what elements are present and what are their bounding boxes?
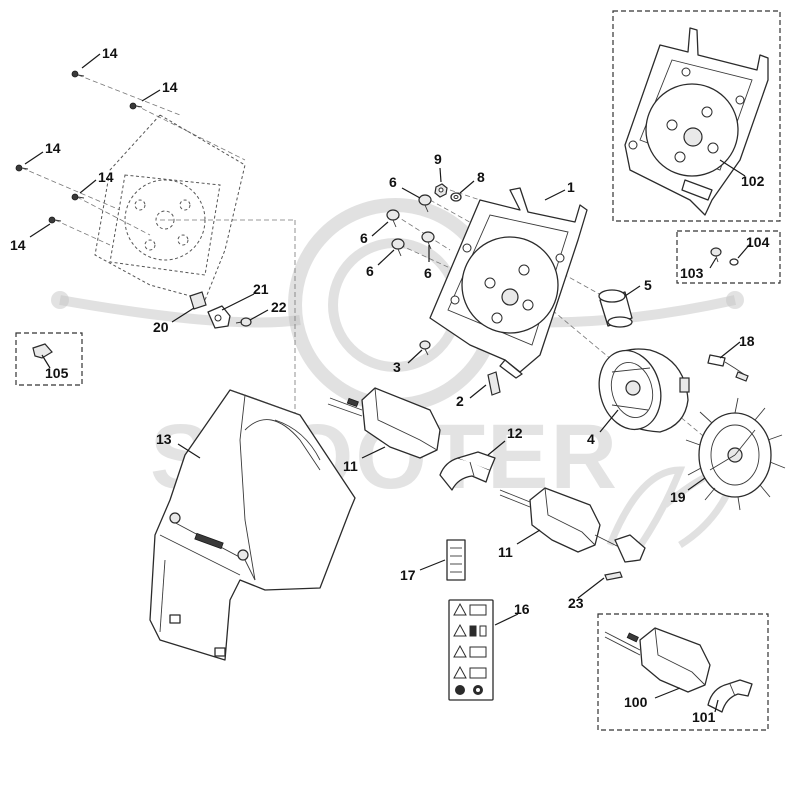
callout-18: 18: [739, 333, 755, 349]
callout-23: 23: [568, 595, 584, 611]
part-4-motor: [598, 348, 690, 433]
screw-22: [235, 317, 252, 327]
callout-105: 105: [45, 365, 69, 381]
part-20-switch: [189, 291, 207, 310]
callout-14-d: 14: [98, 169, 114, 185]
screw-6-d: [421, 231, 435, 250]
screw-103: [710, 247, 722, 263]
callout-22: 22: [271, 299, 287, 315]
callout-103: 103: [680, 265, 704, 281]
callout-102: 102: [741, 173, 765, 189]
callout-11-b: 11: [498, 544, 513, 560]
callout-9: 9: [434, 151, 442, 167]
washer-8: [450, 192, 462, 202]
callout-2: 2: [456, 393, 464, 409]
screw-14-d: [71, 193, 85, 201]
nut-9: [434, 183, 448, 198]
screw-14-e: [48, 216, 62, 224]
callout-17: 17: [400, 567, 416, 583]
group-box-100-101: [597, 613, 769, 731]
part-23-pin: [604, 571, 623, 581]
part-18-connector: [707, 354, 749, 382]
callout-101: 101: [692, 709, 716, 725]
callout-21: 21: [253, 281, 269, 297]
group-box-105: [15, 332, 83, 386]
part-2-tag: [487, 371, 501, 396]
part-12-cable-clamp: [439, 451, 496, 491]
callout-14-c: 14: [45, 140, 61, 156]
part-105-clip: [32, 343, 53, 359]
screw-14-a: [71, 70, 85, 78]
callout-100: 100: [624, 694, 648, 710]
callout-6-c: 6: [366, 263, 374, 279]
callout-12: 12: [507, 425, 523, 441]
part-16-warning-labels: [448, 599, 494, 701]
callout-8: 8: [477, 169, 485, 185]
part-21-adaptor: [207, 305, 231, 329]
callout-104: 104: [746, 234, 770, 250]
washer-104: [729, 258, 739, 266]
leader-lines: [24, 53, 751, 713]
group-box-102: [612, 10, 781, 222]
part-5-capacitor: [598, 289, 633, 328]
callout-6-b: 6: [360, 230, 368, 246]
screw-14-b: [129, 102, 143, 110]
callout-14-e: 14: [10, 237, 26, 253]
ghost-motor-plate: [94, 114, 246, 301]
part-11-switch-box-lower: [499, 487, 646, 563]
part-100-switch-box-kit: [604, 627, 711, 693]
screw-3: [419, 340, 431, 356]
callout-11-a: 11: [343, 458, 358, 474]
assembly-axis-lines: [21, 74, 721, 451]
screw-6-a: [418, 194, 432, 213]
group-box-103-104: [676, 230, 781, 284]
part-101-clamp-kit: [707, 679, 753, 713]
callout-20: 20: [153, 319, 169, 335]
callout-3: 3: [393, 359, 401, 375]
callout-13: 13: [156, 431, 172, 447]
callout-6-a: 6: [389, 174, 397, 190]
callout-14-a: 14: [102, 45, 118, 61]
screw-14-c: [15, 164, 29, 172]
callout-1: 1: [567, 179, 575, 195]
callout-19: 19: [670, 489, 686, 505]
part-17-label: [446, 539, 466, 581]
screw-6-b: [386, 209, 400, 228]
callout-16: 16: [514, 601, 530, 617]
callout-labels: 1 2 3 4 5 6 6 6 6 8 9 11 11 12 13 14 14 …: [10, 45, 770, 725]
part-1-motor-plate: [429, 187, 588, 379]
callout-14-b: 14: [162, 79, 178, 95]
callout-6-d: 6: [424, 265, 432, 281]
part-11-switch-box-upper: [327, 387, 441, 459]
fasteners: [15, 70, 739, 356]
part-13-grass-box: [149, 389, 356, 661]
callout-4: 4: [587, 431, 595, 447]
callout-5: 5: [644, 277, 652, 293]
part-19-fan: [685, 397, 786, 511]
screw-6-c: [391, 238, 405, 257]
